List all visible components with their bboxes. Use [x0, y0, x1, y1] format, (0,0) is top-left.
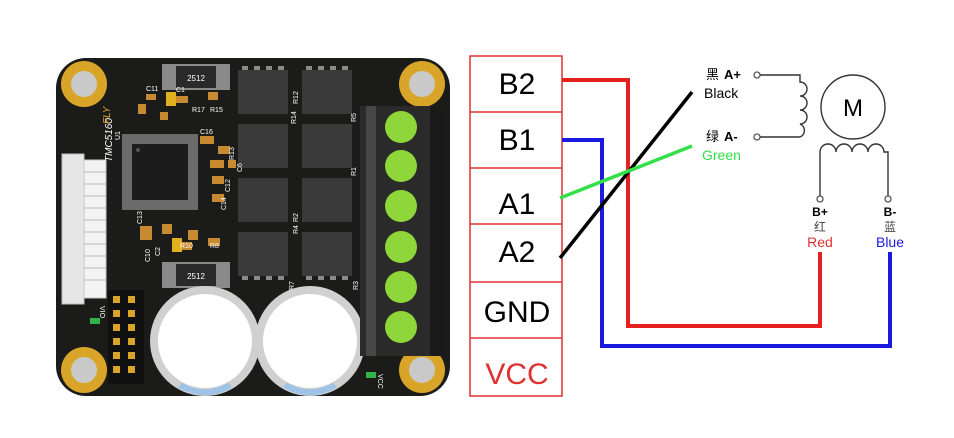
terminal-label-vcc: VCC: [485, 358, 548, 391]
motor-label: M: [843, 95, 863, 122]
mounting-hole-top-left: [61, 61, 107, 107]
terminal-label-a2: A2: [499, 236, 536, 269]
a-minus-color: Green: [702, 147, 741, 163]
b-plus-color: Red: [807, 234, 833, 250]
silk-r17: R17: [192, 107, 205, 114]
b-minus-color: Blue: [876, 234, 904, 250]
a-plus-cn: 黑: [706, 68, 719, 83]
motor-symbol: [820, 74, 886, 140]
silk-vio: VIO: [98, 306, 105, 319]
terminal-b-plus: [816, 195, 824, 203]
chip-name-label: TMC5160: [104, 118, 115, 162]
mounting-hole-bottom-left: [61, 347, 107, 393]
wire-red: [562, 78, 822, 328]
wire-blue: [562, 138, 892, 348]
terminal-screw-3: [385, 190, 417, 222]
mounting-hole-bottom-right: [399, 347, 445, 393]
led-indicator: [90, 318, 100, 324]
driver-board: 2512 2512: [56, 58, 450, 396]
terminal-a-plus: [753, 71, 761, 79]
silk-r7: R7: [289, 281, 296, 290]
terminal-label-b2: B2: [499, 68, 536, 101]
a-plus-pin: A+: [724, 67, 741, 82]
resistor-bottom-label: 2512: [187, 272, 205, 281]
silk-c10: C10: [145, 249, 152, 262]
silk-c14: C14: [221, 197, 228, 210]
a-minus-cn: 绿: [706, 130, 719, 145]
capacitor-right: [255, 286, 365, 396]
terminal-label-b1: B1: [499, 124, 536, 157]
silk-r4: R4: [293, 225, 300, 234]
jst-connector: [61, 153, 107, 305]
terminal-screw-5: [385, 271, 417, 303]
silk-c13: C13: [137, 211, 144, 224]
a-minus-pin: A-: [724, 129, 738, 144]
terminal-label-gnd: GND: [484, 296, 551, 329]
coil-a: [760, 74, 808, 138]
chip-ref-label: U1: [115, 131, 122, 140]
brand-label: FLY: [102, 105, 113, 124]
terminal-screw-6: [385, 311, 417, 343]
terminal-screw-1: [385, 111, 417, 143]
capacitor-left: [150, 286, 260, 396]
silk-c6: C6: [237, 163, 244, 172]
silk-c1: C1: [176, 87, 185, 94]
silk-c12: C12: [225, 179, 232, 192]
resistor-top-label: 2512: [187, 74, 205, 83]
b-plus-cn: 红: [814, 219, 826, 234]
silk-r13: R13: [229, 147, 236, 160]
silk-r10: R10: [180, 243, 193, 250]
b-minus-pin: B-: [884, 205, 897, 219]
wire-green: [559, 144, 693, 200]
terminal-screw-2: [385, 150, 417, 182]
wire-black: [558, 90, 694, 260]
silk-r12: R12: [293, 91, 300, 104]
mosfet-array: [238, 66, 352, 280]
pin-header: [108, 290, 144, 384]
silk-r8: R8: [210, 243, 219, 250]
terminal-screw-4: [385, 231, 417, 263]
coil-b: [819, 143, 889, 196]
silk-c16: C16: [200, 129, 213, 136]
screw-terminal-block: [360, 106, 446, 356]
mounting-hole-top-right: [399, 61, 445, 107]
terminal-label-a1: A1: [499, 188, 536, 221]
silkscreen-labels: C11 C1 R17 R15 C16 R13 C6 C12 C14 C13 R1…: [98, 86, 383, 389]
silk-r1: R1: [351, 167, 358, 176]
silk-c11: C11: [146, 86, 158, 93]
silk-c2: C2: [155, 247, 162, 256]
tmc5160-chip: [122, 134, 198, 210]
terminal-a-minus: [753, 133, 761, 141]
led-indicator-vcc: [366, 372, 376, 378]
silk-vcc: VCC: [376, 374, 383, 389]
terminal-b-minus: [884, 195, 892, 203]
silk-r3: R3: [353, 281, 360, 290]
terminal-label-table: B2 B1 A1 A2 GND VCC: [469, 55, 563, 397]
silk-r2: R2: [293, 213, 300, 222]
b-minus-cn: 蓝: [884, 220, 896, 234]
a-plus-color: Black: [704, 85, 739, 101]
silk-r15: R15: [210, 107, 223, 114]
silk-r14: R14: [291, 111, 298, 124]
sense-resistor-bottom: 2512: [162, 262, 230, 288]
silk-r5: R5: [351, 113, 358, 122]
motor-schematic: M 黑 A+ Black 绿 A- Green B+ 红 Red B- 蓝 Bl…: [702, 67, 904, 250]
b-plus-pin: B+: [812, 205, 828, 219]
sense-resistor-top: 2512: [162, 64, 230, 90]
